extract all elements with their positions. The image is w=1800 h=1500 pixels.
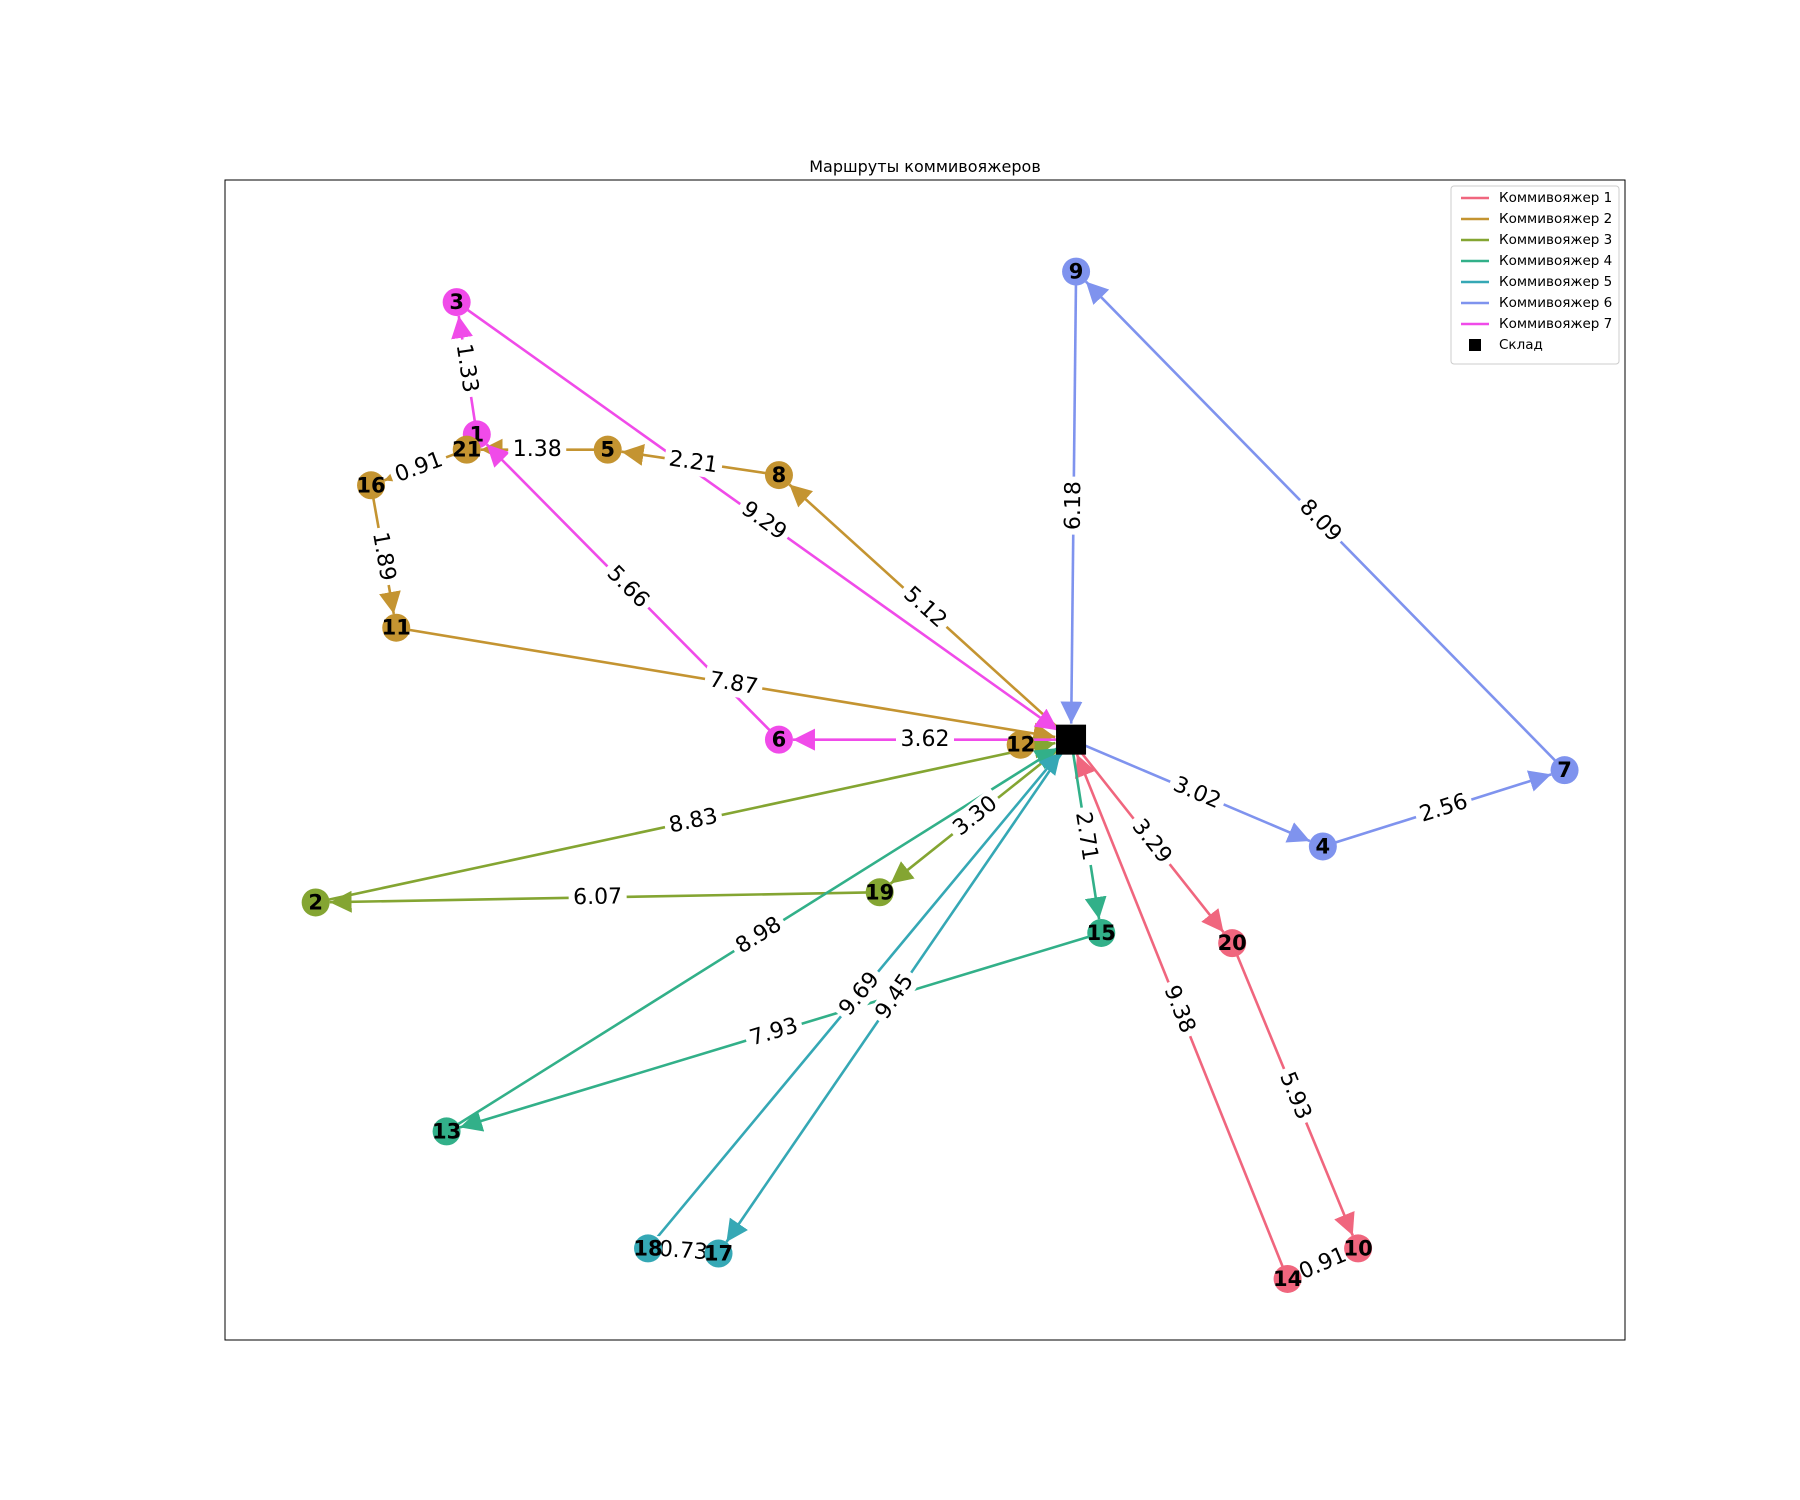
node-14: 14 [1273,1264,1302,1293]
svg-text:0.73: 0.73 [658,1237,709,1265]
edge-weight-label: 9.38 [1156,977,1203,1042]
legend-entry-depot: Склад [1499,337,1543,353]
svg-text:5: 5 [600,438,615,462]
svg-text:2: 2 [308,890,323,914]
edge-weight-label: 0.73 [653,1235,714,1267]
edge-weight-label: 1.38 [508,436,567,463]
svg-text:20: 20 [1218,931,1247,955]
legend-entry: Коммивояжер 2 [1499,211,1612,227]
depot-marker [1056,724,1087,755]
node-17: 17 [704,1239,733,1268]
svg-text:15: 15 [1087,921,1116,945]
edge-weight-label: 7.87 [702,666,765,702]
legend-entry: Коммивояжер 7 [1499,316,1612,332]
node-2: 2 [301,888,330,917]
svg-text:10: 10 [1343,1236,1372,1260]
edge-weight-label: 7.93 [742,1011,806,1054]
svg-text:3.02: 3.02 [1170,772,1225,814]
svg-text:6.07: 6.07 [573,884,622,910]
edge-weight-label: 2.21 [662,445,724,480]
svg-text:6.18: 6.18 [1061,481,1087,530]
edge-weight-label: 6.07 [568,883,627,911]
node-5: 5 [593,435,622,464]
svg-text:18: 18 [633,1236,662,1260]
svg-text:13: 13 [432,1119,461,1143]
legend: Коммивояжер 1 Коммивояжер 2 Коммивояжер 3 К… [1450,185,1620,365]
edge-labels-layer: 3.295.930.919.385.122.211.380.911.897.87… [365,337,1476,1288]
legend-entry: Коммивояжер 6 [1499,295,1612,311]
svg-text:17: 17 [704,1242,733,1266]
node-11: 11 [382,613,411,642]
svg-text:14: 14 [1273,1267,1302,1291]
svg-text:3: 3 [449,290,464,314]
node-7: 7 [1550,756,1579,785]
svg-text:2.21: 2.21 [667,446,719,478]
node-18: 18 [633,1234,663,1263]
node-12: 12 [1006,730,1035,759]
node-21: 21 [452,435,481,464]
edge-weight-label: 1.89 [365,525,402,588]
node-10: 10 [1343,1234,1373,1263]
edge-weight-label: 2.56 [1412,787,1476,830]
edges-layer [319,275,1563,1276]
svg-text:7: 7 [1557,758,1572,782]
legend-entry: Коммивояжер 3 [1499,232,1612,248]
legend-frame [1450,185,1620,365]
svg-text:8.83: 8.83 [667,804,720,839]
node-6: 6 [764,725,793,754]
svg-text:4: 4 [1316,834,1331,858]
legend-entry: Коммивояжер 1 [1499,190,1612,206]
svg-text:7.87: 7.87 [707,667,759,700]
legend-depot-swatch [1469,339,1481,351]
node-15: 15 [1087,918,1116,947]
node-8: 8 [764,461,793,490]
svg-text:3.62: 3.62 [901,727,950,752]
node-9: 9 [1062,257,1091,286]
edge-weight-label: 3.02 [1165,769,1229,817]
svg-text:8: 8 [772,463,787,487]
svg-text:21: 21 [452,438,481,462]
edge-weight-label: 8.83 [662,802,725,840]
svg-text:1.89: 1.89 [367,530,400,583]
edge-weight-label: 3.62 [896,726,954,753]
svg-text:1.33: 1.33 [451,342,483,394]
node-4: 4 [1308,832,1337,861]
edge-weight-label: 9.29 [732,493,796,549]
svg-text:5.93: 5.93 [1274,1068,1316,1123]
chart-title: Маршруты коммивояжеров [809,157,1041,176]
node-20: 20 [1218,929,1247,958]
legend-entry: Коммивояжер 4 [1499,253,1612,269]
svg-text:0.91: 0.91 [1295,1242,1350,1284]
svg-text:11: 11 [382,616,411,640]
svg-text:1.38: 1.38 [513,437,562,462]
edge-weight-label: 6.18 [1060,476,1087,535]
node-16: 16 [356,471,386,500]
svg-text:9: 9 [1069,260,1084,284]
plot-frame [224,179,1626,1341]
edge-weight-label: 3.29 [1123,810,1180,873]
svg-text:0.91: 0.91 [392,447,447,488]
edge-weight-label: 8.98 [727,909,791,962]
edge-weight-label: 1.33 [449,337,484,399]
svg-text:2.71: 2.71 [1070,810,1102,862]
svg-text:16: 16 [356,473,385,497]
edge-weight-label: 2.71 [1068,805,1104,867]
svg-text:9.38: 9.38 [1159,982,1200,1037]
node-3: 3 [442,288,471,317]
edge-weight-label: 5.93 [1272,1064,1319,1128]
node-19: 19 [865,878,894,907]
legend-entry: Коммивояжер 5 [1499,274,1612,290]
edge-weight-label: 0.91 [387,445,451,490]
node-13: 13 [432,1117,461,1146]
edge-weight-label: 3.30 [944,787,1007,845]
svg-text:19: 19 [865,880,894,904]
svg-text:12: 12 [1006,733,1035,757]
svg-text:6: 6 [772,728,787,752]
